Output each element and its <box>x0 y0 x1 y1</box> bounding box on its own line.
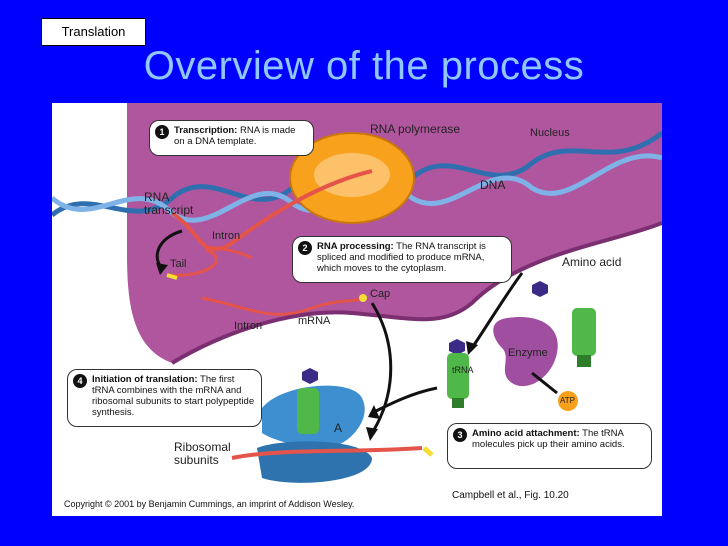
process-diagram <box>52 103 662 483</box>
copyright-note: Copyright © 2001 by Benjamin Cummings, a… <box>64 499 355 509</box>
step-number: 4 <box>73 374 87 388</box>
atp-label: ATP <box>560 396 575 405</box>
step-heading: RNA processing: <box>317 241 394 252</box>
amino-acid-label: Amino acid <box>562 255 622 269</box>
initiator-trna <box>297 388 319 434</box>
step-text: The RNA transcript is spliced and modifi… <box>317 241 486 274</box>
step-2-box: 2 RNA processing: The RNA transcript is … <box>292 236 512 283</box>
a-site-label: A <box>334 421 343 435</box>
arrow-5 <box>371 386 438 415</box>
step-text: The first tRNA combines with the mRNA an… <box>92 374 255 418</box>
step-text: The tRNA molecules pick up their amino a… <box>472 428 625 450</box>
slide-title: Overview of the process <box>143 44 585 88</box>
ribosomal-subunits-label: Ribosomal subunits <box>174 440 231 467</box>
arrow-4 <box>531 371 558 395</box>
mrna <box>201 296 363 316</box>
step-1-box: 1 Transcription: RNA is made on a DNA te… <box>149 120 314 156</box>
rna-polymerase-label: RNA polymerase <box>370 122 461 136</box>
cap-label: Cap <box>370 288 391 300</box>
rna-transcript-label: RNA transcript <box>144 190 194 217</box>
section-tag: Translation <box>41 18 146 46</box>
step-3-box: 3 Amino acid attachment: The tRNA molecu… <box>447 423 652 469</box>
step-heading: Amino acid attachment: <box>472 428 580 439</box>
step-4-box: 4 Initiation of translation: The first t… <box>67 369 262 427</box>
dna-label: DNA <box>480 178 506 192</box>
mrna-on-ribosome <box>231 446 423 460</box>
intron-label-2: Intron <box>234 320 263 332</box>
enzyme-label: Enzyme <box>508 347 548 359</box>
figure-panel: RNA polymerase Nucleus DNA RNA transcrip… <box>52 103 662 516</box>
atp-burst <box>558 391 578 411</box>
figure-credit: Campbell et al., Fig. 10.20 <box>452 490 569 501</box>
step-heading: Transcription: <box>174 125 238 136</box>
trna-charged <box>447 353 469 408</box>
amino-acid-1 <box>532 281 548 297</box>
nucleus-label: Nucleus <box>530 127 570 139</box>
step-text: RNA is made on a DNA template. <box>174 125 296 147</box>
step-number: 2 <box>298 241 312 255</box>
amino-acid-2 <box>449 339 465 355</box>
step-number: 3 <box>453 428 467 442</box>
enzyme-shape <box>493 317 558 387</box>
rna-transcript <box>170 169 373 252</box>
amino-acid-3 <box>302 368 318 384</box>
mrna-label: mRNA <box>298 315 331 327</box>
step-number: 1 <box>155 125 169 139</box>
intron-label-1: Intron <box>212 230 241 242</box>
processed-rna <box>166 246 253 277</box>
step-heading: Initiation of translation: <box>92 374 198 385</box>
trna-label: tRNA <box>452 365 474 375</box>
arrow-3 <box>470 272 524 349</box>
ribosome-small <box>257 441 372 483</box>
nuclear-envelope <box>170 221 662 365</box>
tail-label: Tail <box>170 258 187 270</box>
trna-free <box>572 308 596 367</box>
